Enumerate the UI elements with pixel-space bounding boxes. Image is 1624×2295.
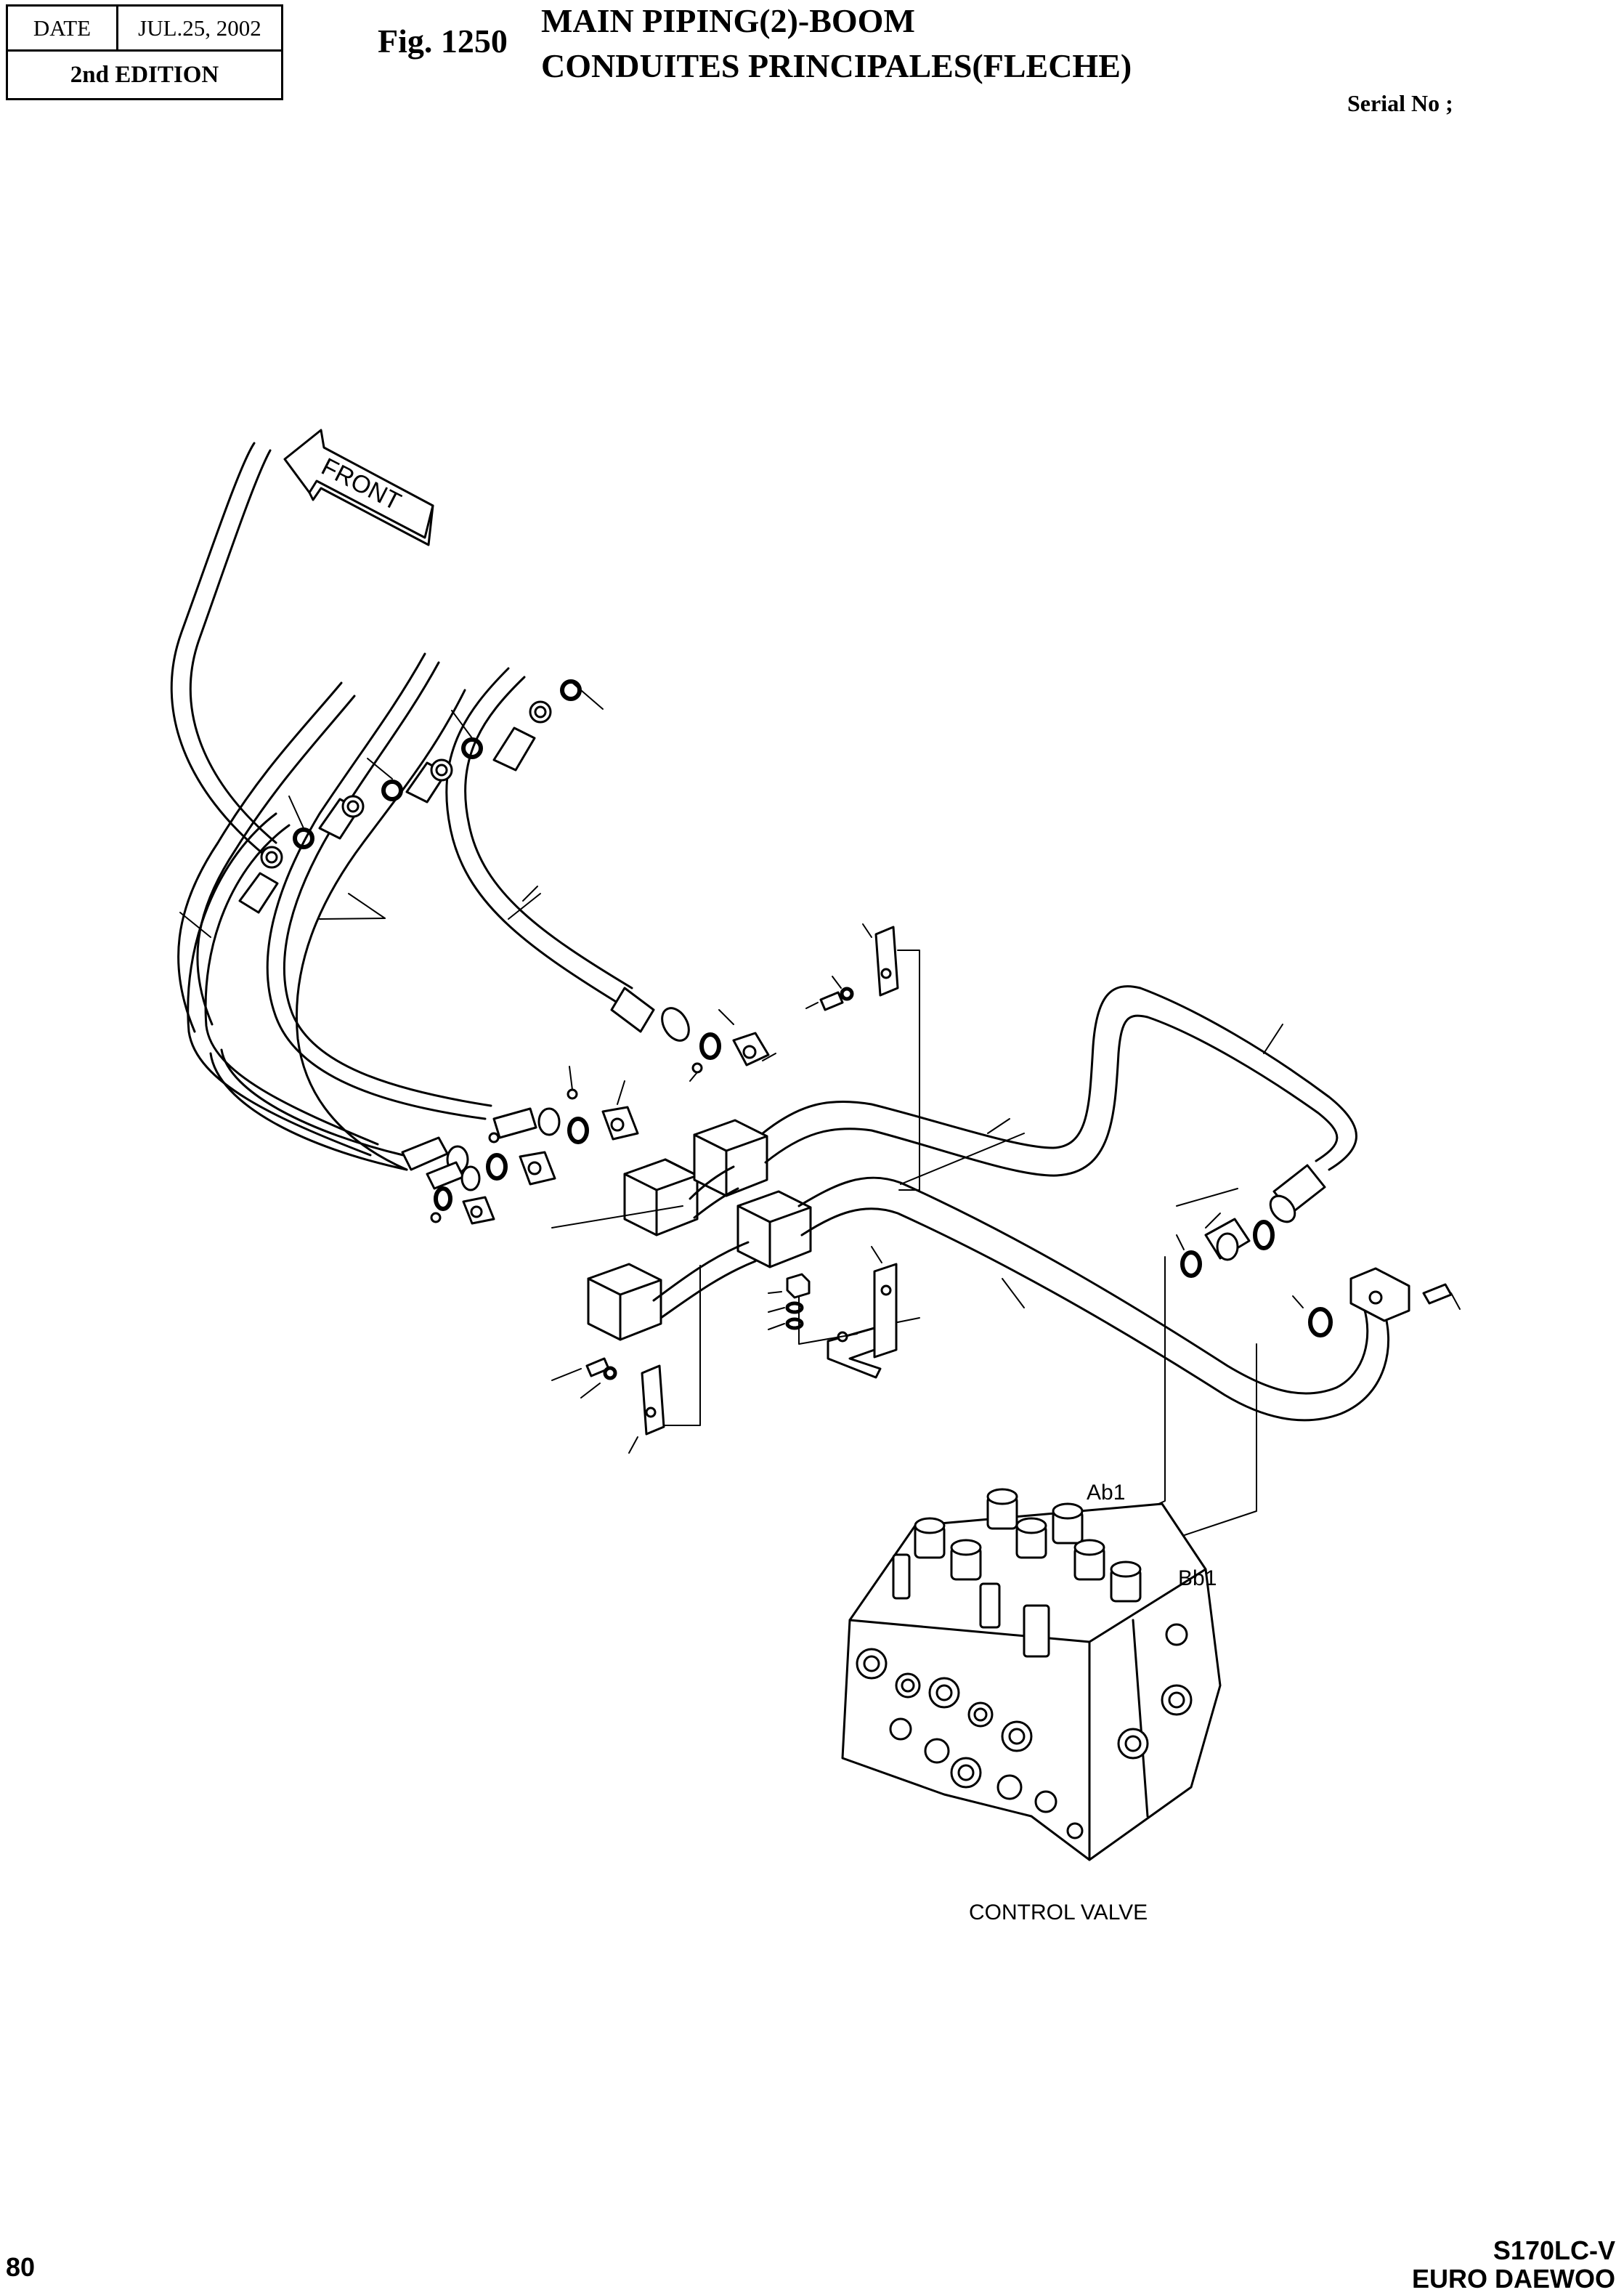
leader-lines xyxy=(179,681,604,938)
hose-fittings-middle xyxy=(401,1066,639,1225)
port-label-bb1: Bb1 xyxy=(1178,1566,1217,1590)
revision-info-box: DATE JUL.25, 2002 2nd EDITION xyxy=(6,4,283,100)
figure-number: Fig. 1250 xyxy=(378,23,508,60)
port-label-ab1: Ab1 xyxy=(1087,1481,1125,1505)
title-french: CONDUITES PRINCIPALES(FLECHE) xyxy=(541,47,1132,84)
front-arrow: FRONT xyxy=(283,429,434,546)
port-leaders xyxy=(522,886,1283,1541)
date-label: DATE xyxy=(8,7,118,49)
valve-ports xyxy=(856,1623,1193,1839)
control-valve xyxy=(841,1488,1222,1861)
steel-pipes xyxy=(652,985,1390,1422)
valve-spools xyxy=(892,1488,1142,1658)
hose-upper-right-end xyxy=(610,987,776,1082)
manufacturer-name: EURO DAEWOO xyxy=(1411,2264,1615,2294)
model-name: S170LC-V xyxy=(1493,2235,1615,2265)
page-number: 80 xyxy=(6,2252,36,2282)
serial-number-label: Serial No ; xyxy=(1347,90,1453,116)
date-value: JUL.25, 2002 xyxy=(138,15,261,41)
component-label-control-valve: CONTROL VALVE xyxy=(969,1901,1148,1924)
edition-label: 2nd EDITION xyxy=(70,62,219,88)
hose-fittings-upper xyxy=(238,679,582,914)
pipe-clamps xyxy=(551,923,920,1454)
pipe-blocks xyxy=(587,1119,812,1341)
right-fittings xyxy=(1176,1164,1461,1337)
title-english: MAIN PIPING(2)-BOOM xyxy=(541,2,915,39)
date-row: DATE JUL.25, 2002 xyxy=(8,7,281,52)
hose-bundle-left xyxy=(170,442,633,1171)
